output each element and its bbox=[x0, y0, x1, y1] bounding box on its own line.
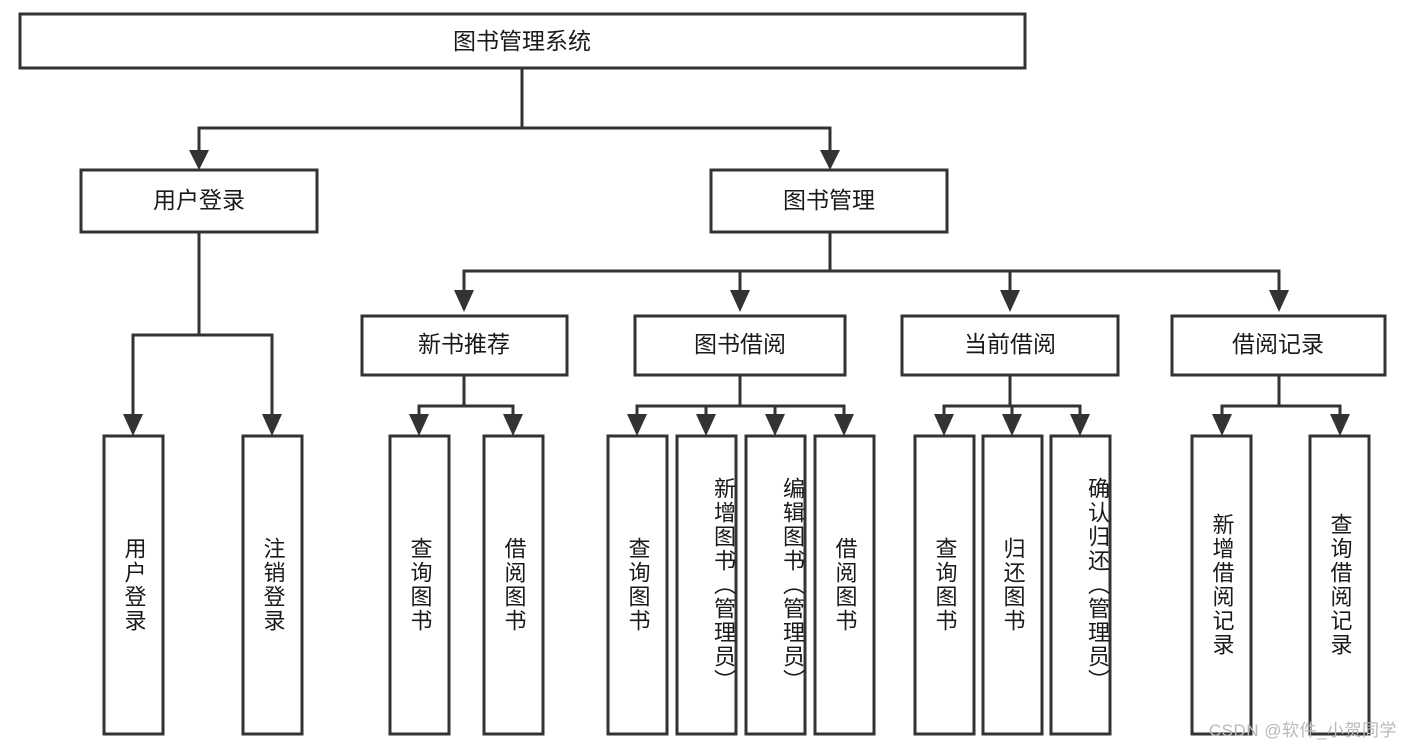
node-root[interactable]: 图书管理系统 bbox=[18, 12, 1027, 70]
node-current-borrow[interactable]: 当前借阅 bbox=[900, 314, 1120, 377]
node-user-login[interactable]: 用户登录 bbox=[79, 168, 319, 234]
node-book-borrow[interactable]: 图书借阅 bbox=[633, 314, 847, 377]
leaf-box-borrow-book-2[interactable] bbox=[813, 434, 876, 736]
connector-currentborrow-to-leaves bbox=[934, 373, 1090, 436]
leaf-box-confirm-return-admin[interactable] bbox=[1049, 434, 1112, 736]
leaf-box-query-borrow-record[interactable] bbox=[1308, 434, 1371, 736]
connector-newbook-to-leaves bbox=[409, 373, 523, 436]
node-root-label: 图书管理系统 bbox=[453, 28, 591, 54]
node-borrow-record[interactable]: 借阅记录 bbox=[1170, 314, 1387, 377]
leaf-box-logout[interactable] bbox=[241, 434, 304, 736]
connector-bookmgmt-to-level3 bbox=[454, 230, 1289, 312]
leaf-box-query-book-2[interactable] bbox=[606, 434, 669, 736]
leaf-box-borrow-book-1[interactable] bbox=[482, 434, 545, 736]
connector-root-to-level2 bbox=[189, 66, 840, 170]
node-book-management[interactable]: 图书管理 bbox=[709, 168, 949, 234]
leaf-box-add-book-admin[interactable] bbox=[675, 434, 738, 736]
node-current-borrow-label: 当前借阅 bbox=[964, 331, 1056, 357]
node-new-book-recommend[interactable]: 新书推荐 bbox=[360, 314, 569, 377]
node-user-login-label: 用户登录 bbox=[153, 187, 245, 213]
node-new-book-recommend-label: 新书推荐 bbox=[418, 331, 510, 357]
connector-bookborrow-to-leaves bbox=[627, 373, 854, 436]
connector-userlogin-to-leaves bbox=[123, 230, 282, 436]
leaf-box-query-book-1[interactable] bbox=[388, 434, 451, 736]
node-book-borrow-label: 图书借阅 bbox=[694, 331, 786, 357]
leaf-box-query-book-3[interactable] bbox=[913, 434, 976, 736]
leaf-box-edit-book-admin[interactable] bbox=[744, 434, 807, 736]
leaf-box-add-borrow-record[interactable] bbox=[1190, 434, 1253, 736]
leaf-boxes bbox=[102, 434, 1371, 736]
leaf-box-return-book[interactable] bbox=[981, 434, 1044, 736]
node-borrow-record-label: 借阅记录 bbox=[1232, 331, 1324, 357]
node-book-management-label: 图书管理 bbox=[783, 187, 875, 213]
connector-borrowrecord-to-leaves bbox=[1212, 373, 1350, 436]
watermark-text: CSDN @软件_小贺同学 bbox=[1208, 721, 1397, 740]
leaf-box-user-login[interactable] bbox=[102, 434, 165, 736]
